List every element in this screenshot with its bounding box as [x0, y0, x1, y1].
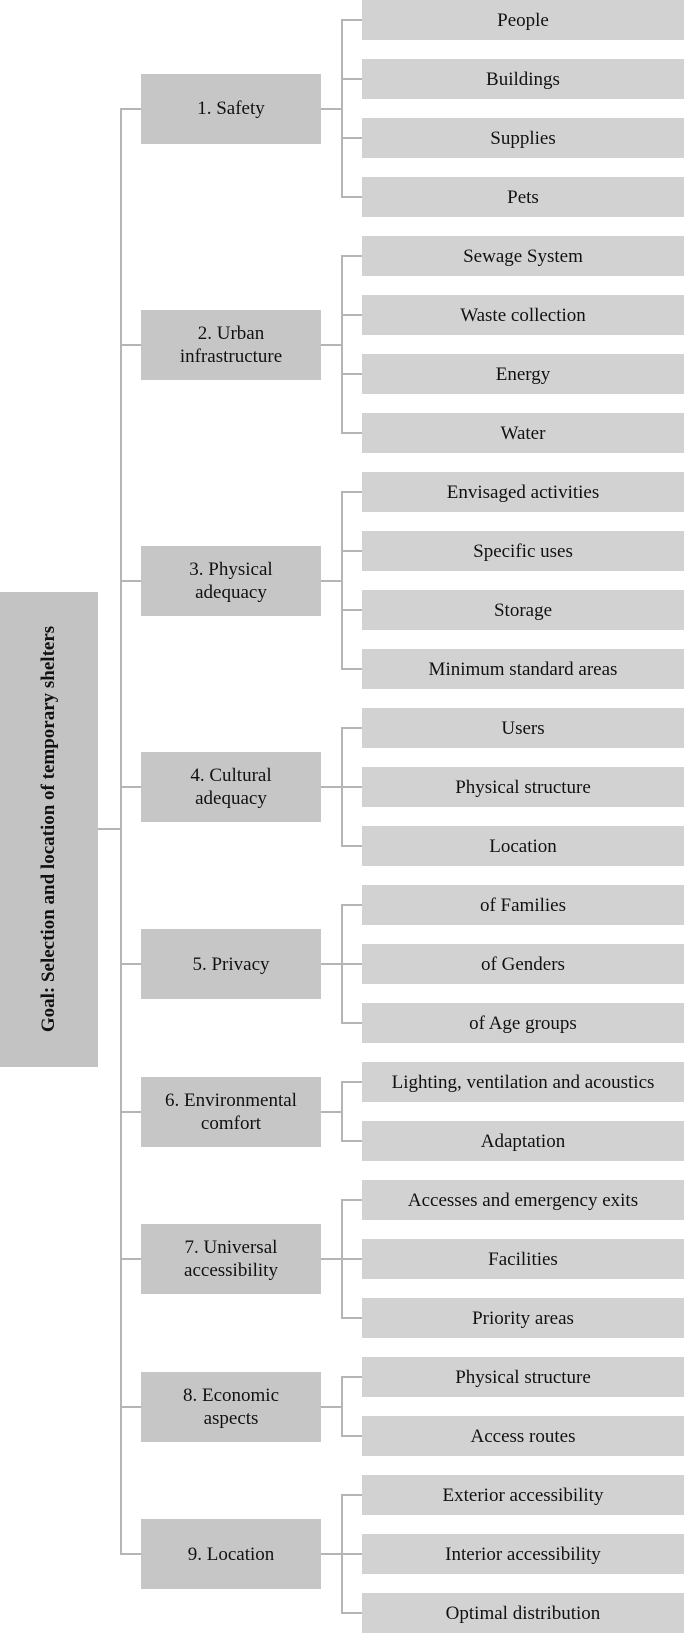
sub-connector	[341, 137, 362, 139]
sub-connector	[341, 1553, 362, 1555]
sub-criterion-box: Energy	[362, 354, 684, 394]
sub-criterion-box: Priority areas	[362, 1298, 684, 1338]
sub-criterion-box: Lighting, ventilation and acoustics	[362, 1062, 684, 1102]
sub-connector	[341, 609, 362, 611]
criterion-box: 2. Urban infrastructure	[141, 309, 321, 380]
sub-connector	[341, 432, 362, 434]
sub-connector	[341, 727, 362, 729]
sub-connector	[341, 1612, 362, 1614]
criterion-branch	[120, 1405, 141, 1408]
sub-connector	[341, 550, 362, 552]
sub-criterion-box: Access routes	[362, 1416, 684, 1456]
sub-connector	[341, 78, 362, 80]
criterion-branch	[120, 107, 141, 110]
sub-connector	[341, 255, 362, 257]
sub-criterion-box: Location	[362, 826, 684, 866]
sub-connector	[341, 19, 362, 21]
criterion-box: 4. Cultural adequacy	[141, 752, 321, 822]
sub-criterion-box: Specific uses	[362, 531, 684, 571]
sub-criterion-box: Interior accessibility	[362, 1534, 684, 1574]
sub-connector	[341, 1022, 362, 1024]
sub-criterion-box: Optimal distribution	[362, 1593, 684, 1633]
sub-connector	[341, 1435, 362, 1437]
sub-criterion-box: Envisaged activities	[362, 472, 684, 512]
sub-criterion-box: of Age groups	[362, 1003, 684, 1043]
sub-connector	[341, 1494, 362, 1496]
sub-connector	[341, 786, 362, 788]
sub-connector	[341, 1199, 362, 1201]
goal-box: Goal: Selection and location of temporar…	[0, 592, 98, 1067]
sub-branch-line	[341, 1376, 343, 1437]
sub-criterion-box: People	[362, 0, 684, 40]
criterion-connector	[321, 1553, 343, 1555]
sub-criterion-box: Minimum standard areas	[362, 649, 684, 689]
criterion-box: 7. Universal accessibility	[141, 1224, 321, 1294]
criterion-box: 5. Privacy	[141, 929, 321, 999]
sub-connector	[341, 963, 362, 965]
sub-branch-line	[341, 491, 343, 670]
sub-criterion-box: Exterior accessibility	[362, 1475, 684, 1515]
sub-branch-line	[341, 255, 343, 434]
sub-branch-line	[341, 19, 343, 198]
criterion-box: 8. Economic aspects	[141, 1371, 321, 1442]
criterion-box: 9. Location	[141, 1519, 321, 1589]
sub-criterion-box: Adaptation	[362, 1121, 684, 1161]
sub-connector	[341, 1081, 362, 1083]
criterion-branch	[120, 786, 141, 788]
criterion-box: 1. Safety	[141, 73, 321, 144]
criterion-connector	[321, 1110, 343, 1113]
sub-criterion-box: Users	[362, 708, 684, 748]
sub-connector	[341, 314, 362, 316]
sub-criterion-box: of Families	[362, 885, 684, 925]
criterion-branch	[120, 1110, 141, 1113]
sub-connector	[341, 904, 362, 906]
sub-criterion-box: of Genders	[362, 944, 684, 984]
sub-connector	[341, 1317, 362, 1319]
sub-connector	[341, 668, 362, 670]
sub-connector	[341, 1258, 362, 1260]
criterion-connector	[321, 786, 343, 788]
criterion-connector	[321, 579, 343, 582]
criterion-branch	[120, 1258, 141, 1260]
criterion-branch	[120, 579, 141, 582]
criterion-box: 6. Environmental comfort	[141, 1076, 321, 1147]
criterion-connector	[321, 107, 343, 110]
sub-connector	[341, 845, 362, 847]
sub-connector	[341, 196, 362, 198]
criterion-connector	[321, 343, 343, 346]
criterion-branch	[120, 343, 141, 346]
criterion-connector	[321, 1258, 343, 1260]
criterion-box: 3. Physical adequacy	[141, 545, 321, 616]
sub-criterion-box: Physical structure	[362, 1357, 684, 1397]
sub-criterion-box: Facilities	[362, 1239, 684, 1279]
goal-title: Goal: Selection and location of temporar…	[38, 625, 59, 1033]
criterion-branch	[120, 963, 141, 965]
goal-connector	[98, 828, 122, 830]
sub-connector	[341, 1376, 362, 1378]
criterion-branch	[120, 1553, 141, 1555]
sub-criterion-box: Storage	[362, 590, 684, 630]
criterion-connector	[321, 963, 343, 965]
sub-connector	[341, 491, 362, 493]
sub-criterion-box: Water	[362, 413, 684, 453]
sub-branch-line	[341, 1081, 343, 1142]
sub-connector	[341, 373, 362, 375]
main-trunk-line	[120, 107, 122, 1555]
criterion-connector	[321, 1405, 343, 1408]
sub-connector	[341, 1140, 362, 1142]
sub-criterion-box: Supplies	[362, 118, 684, 158]
sub-criterion-box: Accesses and emergency exits	[362, 1180, 684, 1220]
sub-criterion-box: Pets	[362, 177, 684, 217]
sub-criterion-box: Sewage System	[362, 236, 684, 276]
sub-criterion-box: Waste collection	[362, 295, 684, 335]
sub-criterion-box: Physical structure	[362, 767, 684, 807]
sub-criterion-box: Buildings	[362, 59, 684, 99]
